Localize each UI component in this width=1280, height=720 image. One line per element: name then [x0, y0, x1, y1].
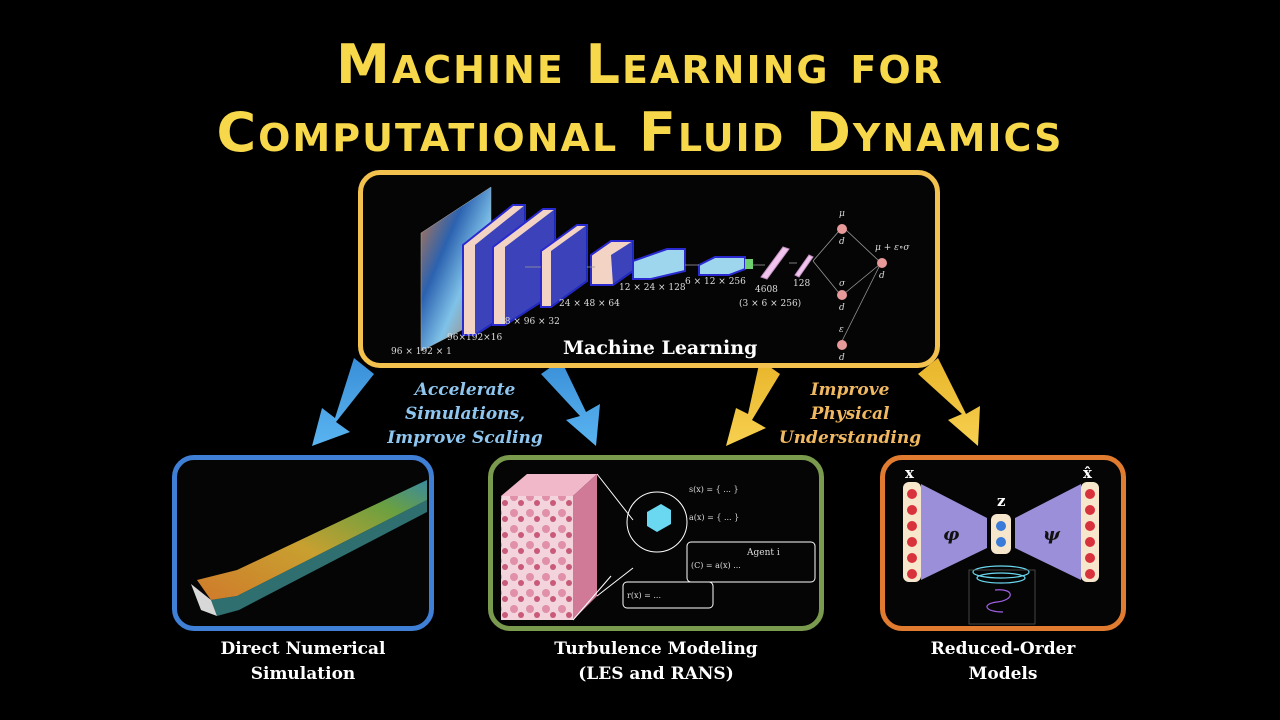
dim-label-5: 12 × 24 × 128: [619, 283, 686, 293]
dim-label-8: (3 × 6 × 256): [739, 299, 802, 309]
title-line-2: Computational Fluid Dynamics: [216, 101, 1064, 164]
plate-side: [211, 500, 427, 616]
dim-label-9: 128: [793, 279, 811, 289]
turbulence-caption-line-1: Turbulence Modeling: [554, 639, 758, 659]
dns-caption-line-1: Direct Numerical: [220, 639, 386, 659]
title-line-1: Machine Learning for: [336, 33, 944, 96]
arrow-to-turbulence-yellow: [726, 360, 780, 446]
accelerate-line-1: Accelerate: [414, 380, 516, 400]
plate-tip: [191, 584, 217, 616]
accelerate-line-3: Improve Scaling: [387, 428, 543, 448]
rom-xhat-label: x̂: [1083, 464, 1092, 482]
rom-z-label: z: [997, 492, 1006, 510]
latent-node-2: [996, 537, 1006, 547]
zoom-circle: [626, 491, 688, 553]
eq-4: r(x) = ...: [627, 591, 661, 600]
decoder-psi: [1015, 484, 1081, 580]
cnn-architecture: [420, 186, 887, 352]
arrow-to-dns: [312, 358, 374, 446]
rom-x-label: x: [905, 464, 914, 482]
node-eps: [837, 340, 847, 350]
plate-top: [197, 480, 427, 600]
turbulence-caption-line-2: (LES and RANS): [578, 664, 734, 684]
eq-3: (C) = a(x) ...: [691, 561, 741, 570]
dim-label-2: 96×192×16: [447, 333, 503, 343]
attractor-spiral: [986, 589, 1011, 613]
dns-caption-line-2: Simulation: [250, 664, 356, 684]
node-out: [877, 258, 887, 268]
eq-1: s(x) = { ... }: [689, 485, 739, 494]
latent-d-label-1: d: [839, 237, 845, 247]
arrow-to-rom: [918, 358, 980, 446]
latent-node-1: [996, 521, 1006, 531]
encoder-phi: [921, 484, 987, 580]
dim-label-3: 48 × 96 × 32: [499, 317, 560, 327]
latent-mu-label: μ: [839, 209, 845, 219]
layer-3-side: [551, 225, 587, 307]
latent-d-label-3: d: [839, 353, 845, 363]
psi-label: ψ: [1043, 524, 1061, 545]
rom-caption-line-2: Models: [968, 664, 1038, 684]
turbulence-panel: s(x) = { ... } a(x) = { ... } (C) = a(x)…: [488, 455, 824, 631]
latent-d-label-2: d: [839, 303, 845, 313]
accelerate-line-2: Simulations,: [404, 404, 526, 424]
dense-1: [760, 246, 790, 280]
layer-6-green: [745, 259, 753, 269]
accelerate-text: Accelerate Simulations, Improve Scaling: [370, 378, 560, 450]
node-sigma: [837, 290, 847, 300]
attractor-ring-2: [976, 572, 1026, 584]
les-cube-side: [573, 474, 597, 620]
agent-label: Agent i: [747, 548, 780, 558]
turbulence-caption: Turbulence Modeling (LES and RANS): [530, 637, 782, 687]
attractor-frame: [968, 569, 1036, 625]
improve-line-3: Understanding: [778, 428, 922, 448]
latent-output-label: μ + ε∘σ: [875, 243, 910, 253]
dense-2: [794, 254, 814, 278]
layer-5: [632, 248, 686, 280]
dim-label-4: 24 × 48 × 64: [559, 299, 620, 309]
attractor-ring-1: [972, 565, 1030, 579]
arrow-to-turbulence: [541, 360, 600, 446]
dim-label-7: 4608: [755, 285, 778, 295]
node-mu: [837, 224, 847, 234]
equation-box-bottom: [622, 581, 714, 609]
turbulence-diagram: s(x) = { ... } a(x) = { ... } (C) = a(x)…: [501, 473, 816, 621]
ml-panel: 96 × 192 × 1 96×192×16 48 × 96 × 32 24 ×…: [358, 170, 940, 368]
eq-2: a(x) = { ... }: [689, 513, 739, 522]
phi-label: φ: [943, 524, 960, 545]
ml-panel-label: Machine Learning: [563, 337, 758, 359]
improve-line-1: Improve: [810, 380, 890, 400]
agent-box: [686, 541, 816, 583]
improve-line-2: Physical: [810, 404, 890, 424]
rom-caption: Reduced-Order Models: [886, 637, 1120, 687]
dim-label-6: 6 × 12 × 256: [685, 277, 746, 287]
autoencoder-diagram: φ ψ: [903, 482, 1099, 625]
rom-caption-line-1: Reduced-Order: [930, 639, 1076, 659]
dim-label-1: 96 × 192 × 1: [391, 347, 452, 357]
les-cube-front: [501, 496, 573, 620]
improve-text: Improve Physical Understanding: [770, 378, 930, 450]
latent-sigma-label: σ: [839, 279, 846, 289]
subcube: [647, 504, 671, 532]
dns-panel: [172, 455, 434, 631]
dns-caption: Direct Numerical Simulation: [190, 637, 416, 687]
layer-4-side: [611, 241, 633, 285]
layer-6: [698, 256, 746, 276]
latent-d-label-4: d: [879, 271, 885, 281]
dns-visualization: [191, 480, 427, 616]
les-cube-top: [501, 474, 597, 496]
rom-panel: φ ψ x z x̂: [880, 455, 1126, 631]
latent-layer: [991, 514, 1011, 554]
latent-eps-label: ε: [839, 325, 844, 335]
